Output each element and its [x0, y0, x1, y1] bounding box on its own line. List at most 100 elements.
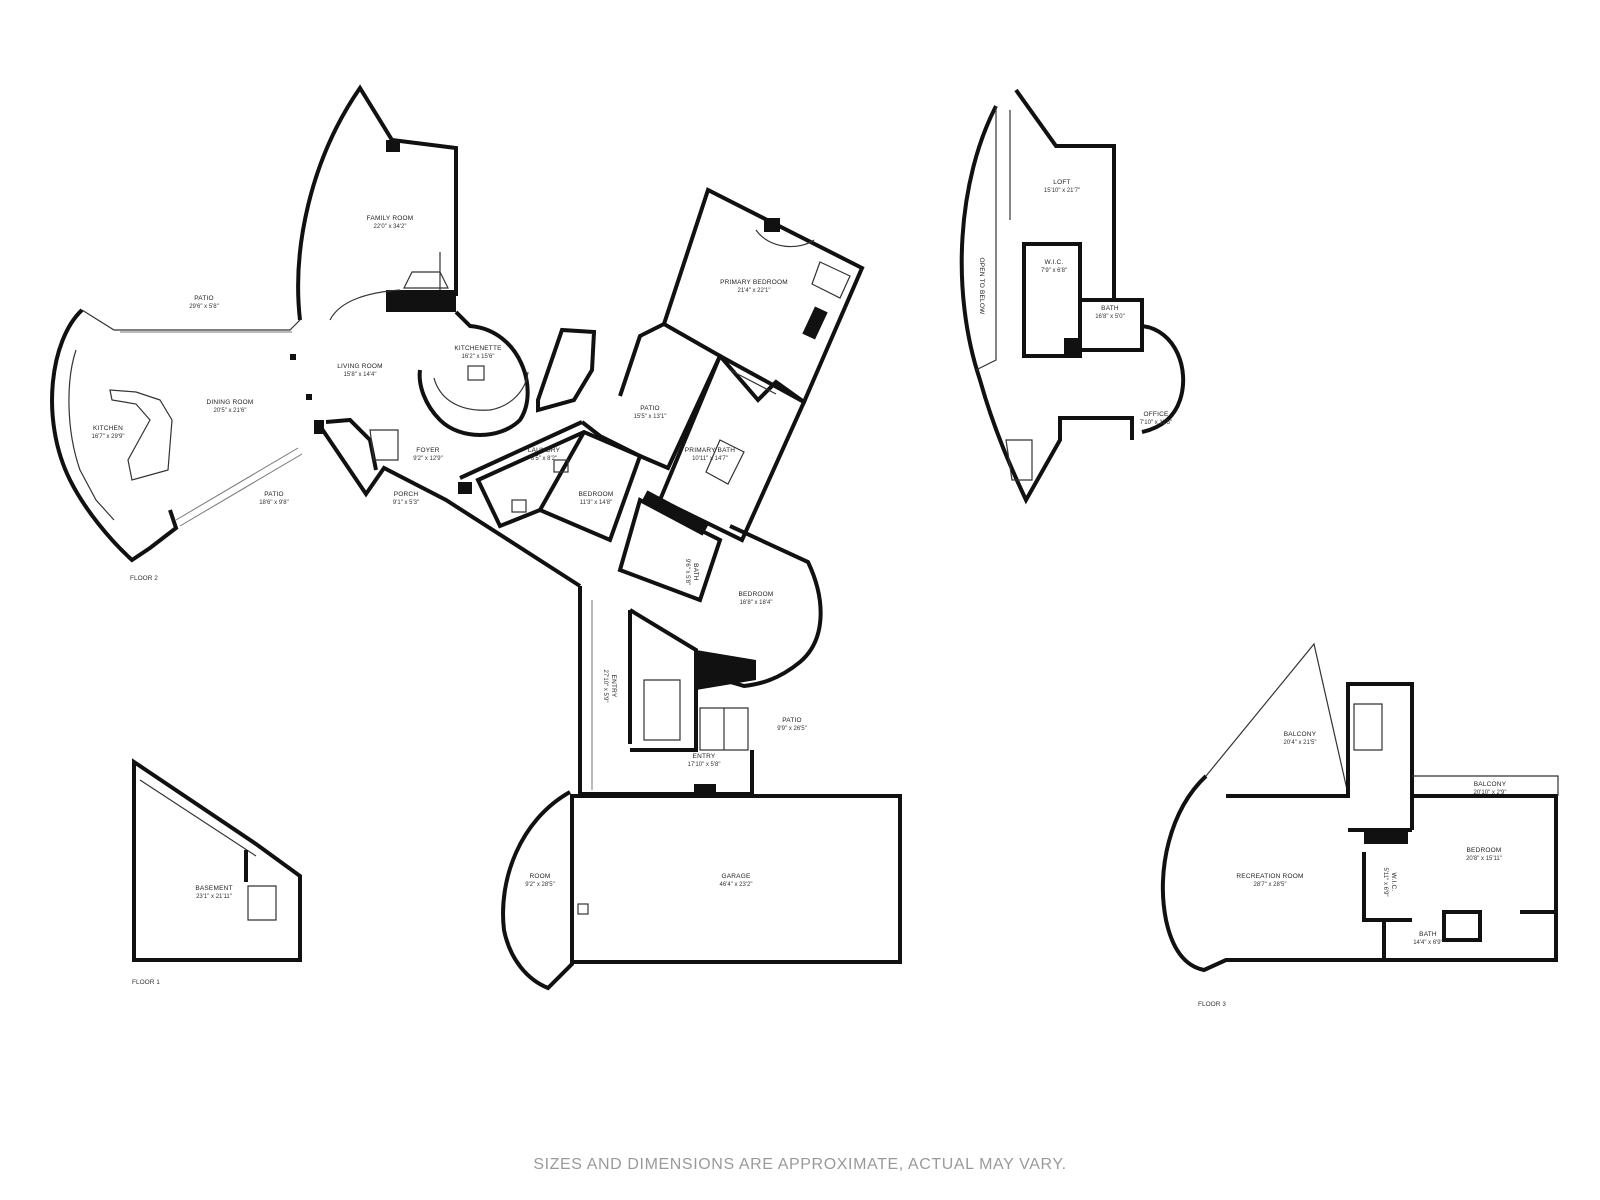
kitchen-outer-walls [50, 308, 179, 563]
room-dim: 17'10" x 5'8" [688, 762, 721, 768]
room-name: PATIO [194, 295, 214, 302]
wall-block [386, 140, 400, 152]
room-name: KITCHEN [93, 425, 123, 432]
room-name: BEDROOM [739, 591, 774, 598]
room-dim: 11'3" x 14'8" [580, 500, 612, 506]
wall-block [696, 650, 756, 690]
loft-outer-walls [959, 105, 1134, 505]
room-dim: 7'9" x 6'8" [1041, 268, 1067, 274]
room-name: W.I.C. [1390, 873, 1397, 892]
room-name: PRIMARY BATH [685, 447, 736, 454]
bath-upper-walls [1080, 298, 1144, 352]
upper-level-plan [959, 88, 1186, 505]
room-name: DINING ROOM [207, 399, 254, 406]
room-name: ENTRY [610, 675, 617, 698]
room-dim: 8'5" x 8'2" [531, 456, 557, 462]
room-dim: 46'4" x 23'2" [720, 882, 753, 888]
wall-block [314, 420, 324, 434]
primary-bath-walls [657, 353, 807, 543]
closet-block [802, 306, 828, 340]
bath-lower-walls [1382, 910, 1482, 960]
room-dim: 16'8" x 5'0" [1095, 314, 1125, 320]
room-name: ROOM [529, 873, 550, 880]
room-dim: 9'1" x 5'3" [393, 500, 419, 506]
room-dim: 9'2" x 28'5" [525, 882, 555, 888]
room-dim: 9'6" x 5'8" [684, 559, 690, 585]
laundry-divider [538, 431, 586, 511]
room-name: GARAGE [721, 873, 750, 880]
room-name: BEDROOM [1467, 847, 1502, 854]
f3-stair [1353, 703, 1383, 751]
room-name: BASEMENT [195, 885, 232, 892]
bath-partition [729, 369, 777, 395]
room-dim: 28'7" x 28'5" [1254, 882, 1287, 888]
wic-lower-walls [1348, 828, 1412, 922]
room-dim: 20'4" x 21'5" [1284, 740, 1317, 746]
room-name: LAUNDRY [528, 447, 561, 454]
disclaimer: SIZES AND DIMENSIONS ARE APPROXIMATE, AC… [533, 1156, 1067, 1173]
recreation-outer-walls [1160, 774, 1558, 973]
room-name: BALCONY [1474, 781, 1507, 788]
room-dim: 29'6" x 5'8" [189, 304, 219, 310]
fireplace-block [764, 218, 780, 232]
kitchenette-counter [433, 371, 529, 411]
wall-block [640, 490, 710, 536]
room-name: KITCHENETTE [454, 345, 502, 352]
kitchenette-walls [417, 310, 530, 437]
loft-top-walls [1014, 88, 1116, 302]
floor-3-plan [1160, 642, 1559, 973]
room-name: BATH [692, 563, 699, 581]
fireplace-arc [755, 229, 815, 248]
room-name: PATIO [264, 491, 284, 498]
room-dim: 20'5" x 21'6" [214, 408, 247, 414]
floor-labels: FLOOR 1 FLOOR 2 FLOOR 3 [130, 575, 1226, 1008]
basement-diagonal [139, 779, 257, 857]
washer-icon [553, 459, 569, 473]
room-dim: 16'2" x 15'6" [462, 354, 495, 360]
room-name: PRIMARY BEDROOM [720, 279, 788, 286]
room-dim: 21'4" x 22'1" [738, 288, 771, 294]
floor-label: FLOOR 2 [130, 575, 158, 582]
room-name: PATIO [782, 717, 802, 724]
stair-outline [699, 707, 749, 751]
stair-curve [329, 289, 401, 321]
basement-walls [132, 758, 302, 962]
column [290, 354, 296, 360]
wall-block [1364, 832, 1408, 844]
room-dim: 7'10" x 11'5" [1140, 420, 1172, 426]
room-dim: 15'8" x 14'4" [344, 372, 377, 378]
cooktop-icon [467, 365, 485, 381]
garage-post [577, 903, 589, 915]
fireplace-block [386, 290, 456, 312]
room-dim: 14'4" x 6'9" [1413, 940, 1443, 946]
room-name: ENTRY [693, 753, 716, 760]
family-room-walls [296, 84, 458, 321]
patio-wall-left [536, 327, 597, 413]
room-dim: 15'5" x 13'1" [634, 414, 667, 420]
room-dim: 16'7" x 29'9" [92, 434, 125, 440]
room-name: W.I.C. [1045, 259, 1064, 266]
room-walls [501, 790, 574, 991]
room-name: PATIO [640, 405, 660, 412]
room-name: FAMILY ROOM [367, 215, 414, 222]
room-name: LIVING ROOM [337, 363, 383, 370]
patio-south-rail-2 [179, 453, 303, 527]
room-name: OFFICE [1143, 411, 1168, 418]
closet-outline [811, 261, 851, 299]
column [306, 394, 312, 400]
balcony-small-rail [1412, 775, 1559, 796]
fireplace-outline [403, 271, 449, 289]
foyer-stair [369, 429, 399, 461]
open-to-below-rail [975, 106, 997, 371]
bedroom-c-walls [1410, 796, 1556, 914]
primary-bedroom-walls [662, 187, 865, 406]
room-dim: 5'11" x 6'9" [1382, 867, 1388, 896]
room-dim: 20'8" x 15'11" [1466, 856, 1502, 862]
room-dim: 23'1" x 21'11" [196, 894, 232, 900]
basement-stair [247, 885, 277, 921]
floor-1-plan [132, 758, 302, 962]
floor-label: FLOOR 3 [1198, 1001, 1226, 1008]
tub-outline [705, 439, 745, 485]
garage-walls [570, 794, 902, 964]
